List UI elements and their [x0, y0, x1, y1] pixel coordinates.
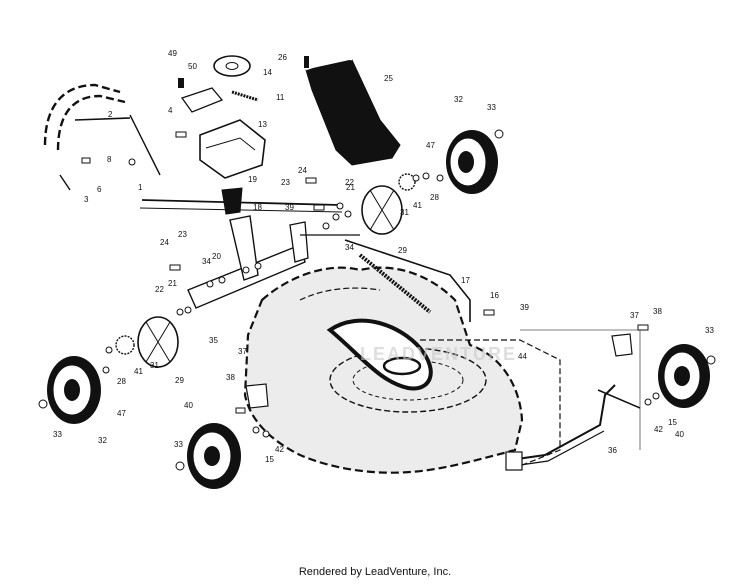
- blade: [326, 318, 433, 391]
- callout-40-2: 40: [675, 430, 684, 439]
- callout-50: 50: [188, 62, 197, 71]
- callout-38-2: 38: [653, 307, 662, 316]
- callout-42-2: 42: [654, 425, 663, 434]
- callout-14: 14: [263, 68, 272, 77]
- callout-6: 6: [97, 185, 102, 194]
- callout-18: 18: [253, 203, 262, 212]
- spring-and-rod: [344, 239, 471, 322]
- callout-21-2: 21: [346, 183, 355, 192]
- callout-1: 1: [138, 183, 143, 192]
- callout-41-2: 41: [413, 201, 422, 210]
- mower-deck: [243, 266, 641, 474]
- brackets: [245, 333, 633, 409]
- callout-17: 17: [461, 276, 470, 285]
- callout-20: 20: [212, 252, 221, 261]
- wheel-rear-left: [658, 344, 710, 408]
- callout-33-2: 33: [174, 440, 183, 449]
- wheel-front-center: [187, 423, 241, 489]
- wheel-rear-right: [446, 130, 498, 194]
- callout-11: 11: [276, 93, 285, 102]
- callout-32-2: 32: [454, 95, 463, 104]
- wheel-front-left: [47, 356, 101, 424]
- handle: [43, 83, 161, 191]
- callout-49: 49: [168, 49, 177, 58]
- callout-33-3: 33: [487, 103, 496, 112]
- callout-42: 42: [275, 445, 284, 454]
- callout-3: 3: [84, 195, 89, 204]
- callout-32: 32: [98, 436, 107, 445]
- callout-13: 13: [258, 120, 267, 129]
- transmission: [178, 55, 266, 179]
- callout-23-2: 23: [281, 178, 290, 187]
- callout-37: 37: [238, 347, 247, 356]
- gears: [115, 173, 416, 355]
- callout-38: 38: [226, 373, 235, 382]
- grass-chute: [304, 56, 401, 166]
- callout-15-2: 15: [668, 418, 677, 427]
- callout-39-2: 39: [520, 303, 529, 312]
- pivot-bracket: [187, 187, 360, 309]
- callout-28: 28: [117, 377, 126, 386]
- callout-24-2: 24: [298, 166, 307, 175]
- callout-29: 29: [175, 376, 184, 385]
- callout-19: 19: [248, 175, 257, 184]
- watermark: LEADVENTURE: [360, 344, 517, 364]
- callout-29-2: 29: [398, 246, 407, 255]
- callout-36: 36: [608, 446, 617, 455]
- callout-22-2: 22: [345, 178, 354, 187]
- callout-15: 15: [265, 455, 274, 464]
- callout-16: 16: [490, 291, 499, 300]
- rear-height-bar: [505, 384, 641, 471]
- callout-28-2: 28: [430, 193, 439, 202]
- callout-31: 31: [150, 361, 159, 370]
- callout-33: 33: [53, 430, 62, 439]
- height-adjuster-front: [137, 316, 179, 368]
- callout-31-2: 31: [400, 208, 409, 217]
- callout-23: 23: [178, 230, 187, 239]
- callout-35: 35: [209, 336, 218, 345]
- callout-8: 8: [107, 155, 112, 164]
- callout-24: 24: [160, 238, 169, 247]
- callout-labels: 1234681113141515161718192021212222232324…: [53, 49, 714, 464]
- callout-40: 40: [184, 401, 193, 410]
- callout-44: 44: [518, 352, 527, 361]
- hardware: [38, 129, 716, 471]
- callout-47: 47: [117, 409, 126, 418]
- footer-credit: Rendered by LeadVenture, Inc.: [298, 566, 452, 578]
- callout-34-2: 34: [345, 243, 354, 252]
- callout-22: 22: [155, 285, 164, 294]
- callout-21: 21: [168, 279, 177, 288]
- callout-34: 34: [202, 257, 211, 266]
- callout-47-2: 47: [426, 141, 435, 150]
- callout-41: 41: [134, 367, 143, 376]
- height-adjuster-rear: [361, 185, 403, 235]
- callout-39: 39: [285, 203, 294, 212]
- callout-2: 2: [108, 110, 113, 119]
- callout-33-4: 33: [705, 326, 714, 335]
- callout-26: 26: [278, 53, 287, 62]
- callout-25: 25: [384, 74, 393, 83]
- callout-4: 4: [168, 106, 173, 115]
- callout-37-2: 37: [630, 311, 639, 320]
